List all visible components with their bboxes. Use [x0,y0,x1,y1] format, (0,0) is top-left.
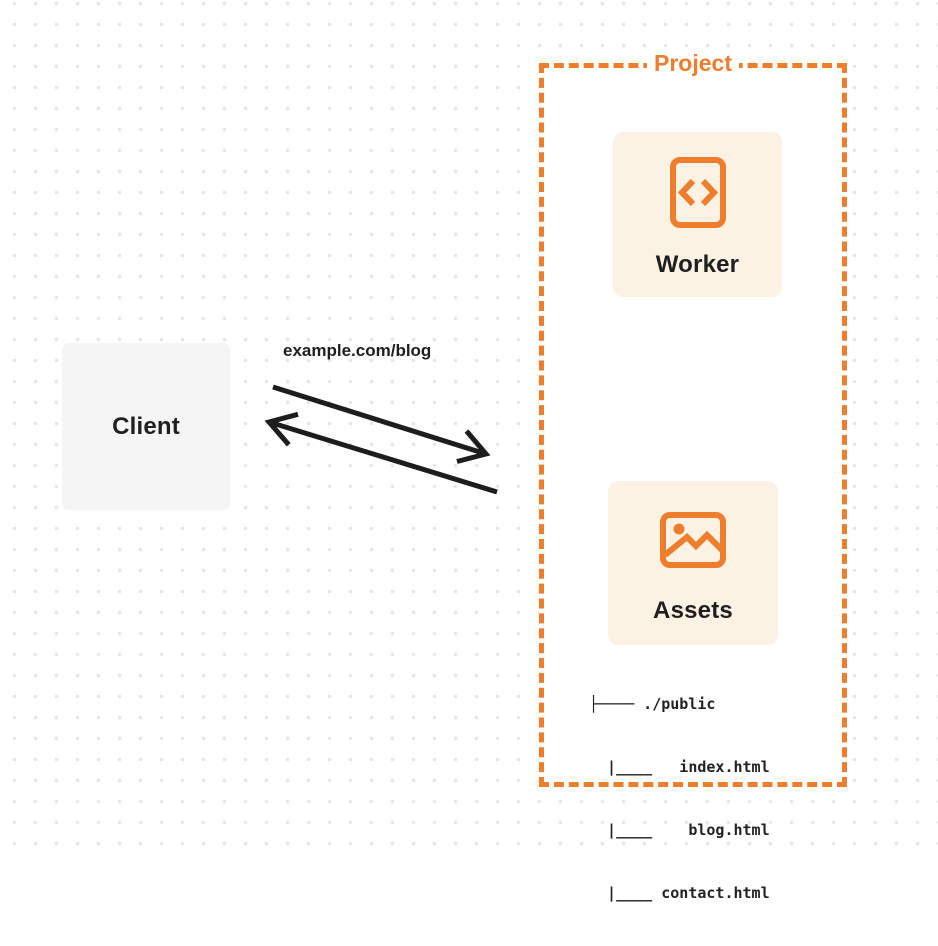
assets-node: Assets [608,481,778,645]
response-arrowhead-icon [264,411,299,447]
request-url-label: example.com/blog [283,341,432,360]
request-arrow-line [272,384,487,457]
project-title: Project [647,49,739,77]
file-tree: ├──── ./public |____ index.html |____ bl… [589,652,770,946]
image-icon [660,512,726,568]
tree-line-contact: |____ contact.html [589,884,770,902]
diagram-canvas: Client example.com/blog Project Worker [0,0,938,902]
client-label: Client [112,412,180,440]
project-container: Project Worker Assets ├──── ./public |__… [539,49,847,902]
client-node: Client [62,343,230,510]
worker-label: Worker [655,251,740,278]
tree-line-public: ├──── ./public [589,695,716,713]
response-arrow-line [268,419,498,495]
request-arrowhead-icon [456,429,491,464]
tree-line-index: |____ index.html [589,758,770,776]
assets-label: Assets [653,597,733,624]
tree-line-blog: |____ blog.html [589,821,770,839]
code-file-icon [669,157,726,228]
worker-node: Worker [613,132,782,297]
